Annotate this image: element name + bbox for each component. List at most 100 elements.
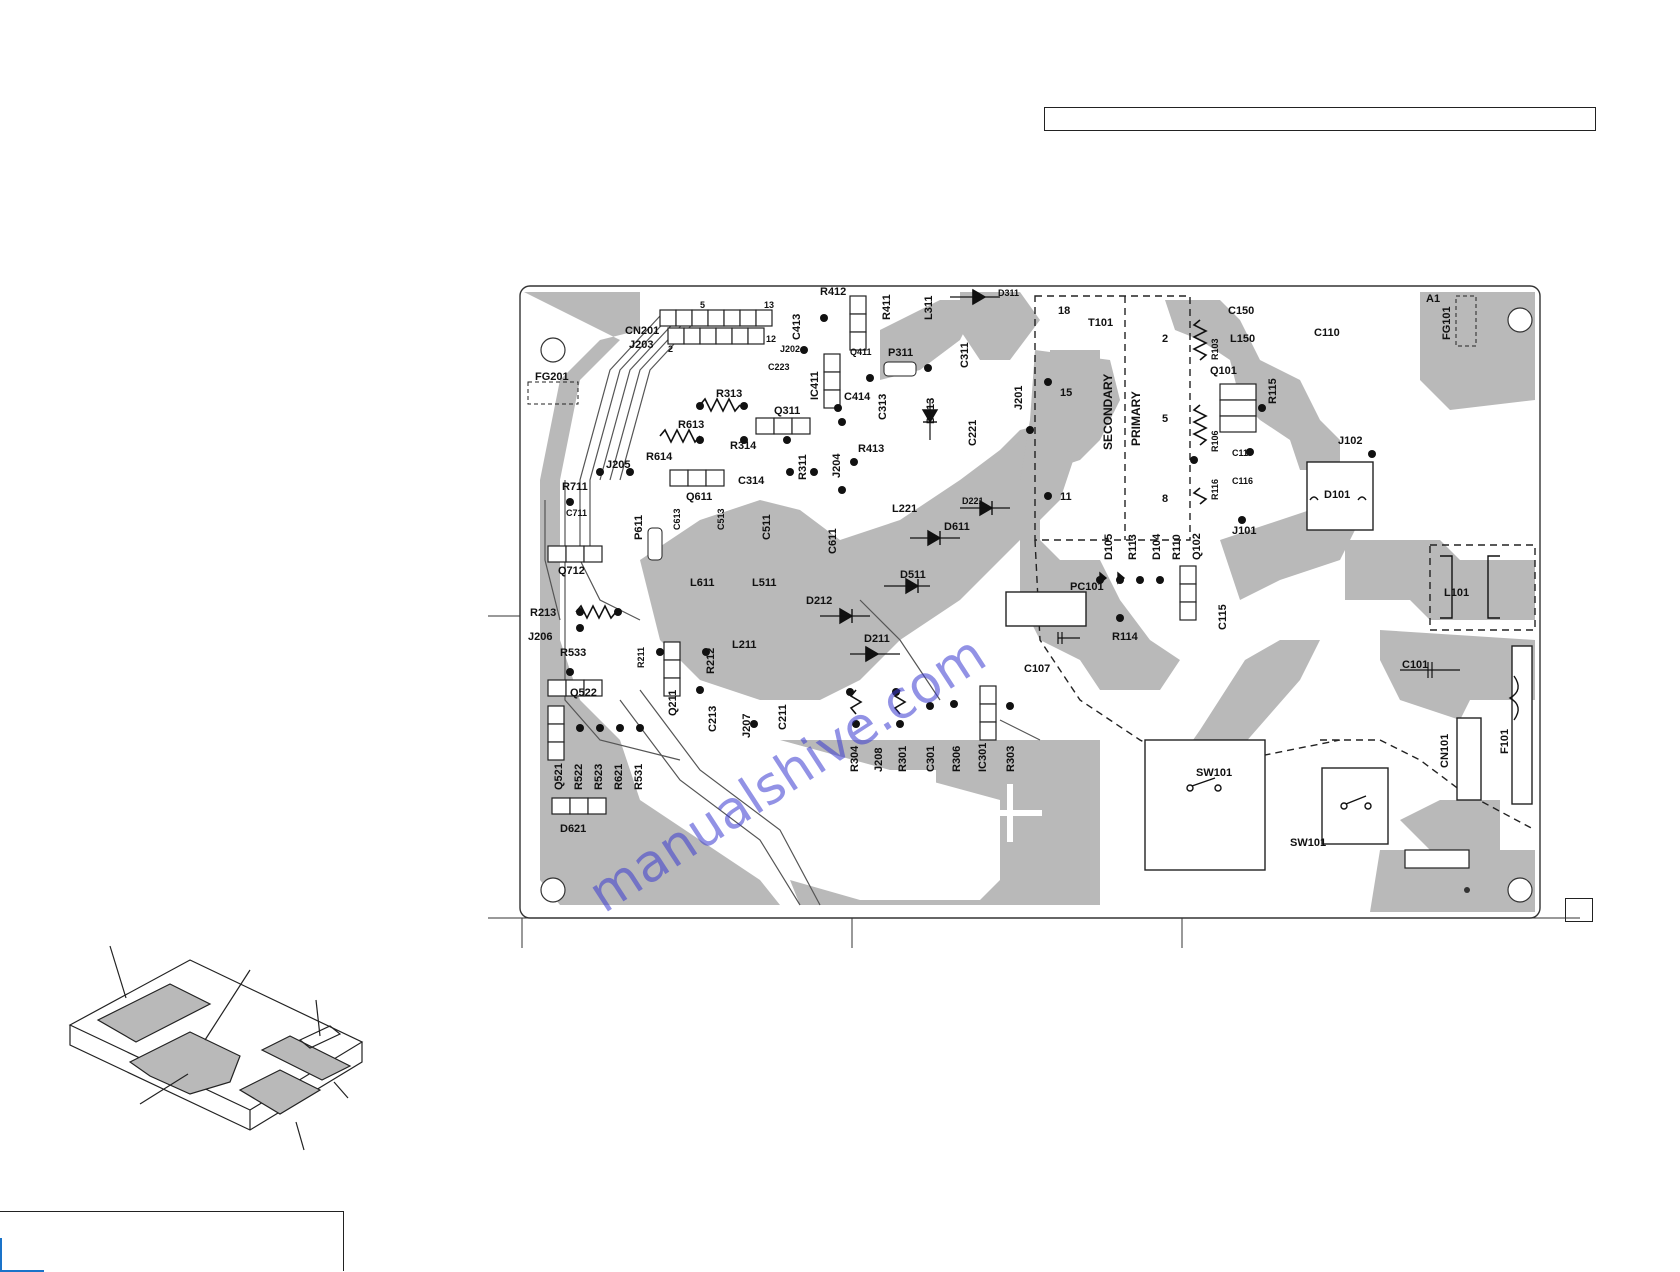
label-cn101: CN101 xyxy=(1439,734,1451,768)
label-t101: T101 xyxy=(1088,317,1113,329)
p311-body xyxy=(883,361,917,377)
label-d105: D105 xyxy=(1103,534,1115,560)
label-r115: R115 xyxy=(1267,378,1279,404)
label-c414: C414 xyxy=(844,391,871,403)
label-l611: L611 xyxy=(690,577,714,589)
pad-square xyxy=(860,770,936,846)
label-q521: Q521 xyxy=(553,763,565,790)
label-sw101b: SW101 xyxy=(1290,837,1326,849)
pin-5t: 5 xyxy=(1162,413,1168,425)
pin-15: 15 xyxy=(1060,387,1072,399)
label-pc101: PC101 xyxy=(1070,581,1104,593)
label-r621: R621 xyxy=(613,764,625,790)
label-a1: A1 xyxy=(1426,293,1440,305)
label-r311: R311 xyxy=(797,454,809,480)
label-d621: D621 xyxy=(560,823,586,835)
d101-body xyxy=(1306,461,1374,531)
label-r711: R711 xyxy=(562,481,588,493)
sw101-box xyxy=(1144,739,1266,871)
mount-dot xyxy=(1464,887,1470,893)
label-l211: L211 xyxy=(732,639,756,651)
label-r304: R304 xyxy=(849,745,861,772)
label-fg201: FG201 xyxy=(535,371,569,383)
pin-8t: 8 xyxy=(1162,493,1168,505)
cn201-pins xyxy=(659,309,773,345)
label-c115: C115 xyxy=(1217,604,1229,630)
label-r613: R613 xyxy=(678,419,704,431)
label-q311: Q311 xyxy=(774,405,800,417)
label-j207: J207 xyxy=(741,714,753,738)
label-l150: L150 xyxy=(1230,333,1255,345)
label-l311: L311 xyxy=(923,296,935,320)
sw101b-box xyxy=(1321,767,1389,845)
label-c611: C611 xyxy=(827,528,839,554)
label-fg101: FG101 xyxy=(1441,306,1453,340)
label-c116: C116 xyxy=(1232,476,1253,486)
pin-5: 5 xyxy=(700,300,705,310)
pin-11: 11 xyxy=(1060,491,1072,503)
label-p311: P311 xyxy=(888,347,913,359)
label-d611: D611 xyxy=(944,521,970,533)
label-r411: R411 xyxy=(881,294,893,320)
f101-body xyxy=(1511,645,1533,805)
component-labels: CN201 J203 5 13 2 12 FG201 R412 R411 C41… xyxy=(528,286,1511,849)
label-j208: J208 xyxy=(873,748,885,772)
label-r113: R113 xyxy=(1127,534,1139,560)
label-ic411: IC411 xyxy=(809,371,821,400)
label-c107: C107 xyxy=(1024,663,1050,675)
transistor-pads xyxy=(547,295,1257,815)
label-q712: Q712 xyxy=(558,565,585,577)
label-r412: R412 xyxy=(820,286,846,298)
corner-marker xyxy=(1565,898,1593,922)
label-d212: D212 xyxy=(806,595,832,607)
label-c150: C150 xyxy=(1228,305,1254,317)
label-r413: R413 xyxy=(858,443,884,455)
label-j201: J201 xyxy=(1013,386,1025,410)
title-box xyxy=(1044,107,1596,131)
label-r212: R212 xyxy=(705,648,717,674)
label-c511: C511 xyxy=(761,514,773,540)
mounting-holes xyxy=(540,307,1533,903)
label-r213: R213 xyxy=(530,607,556,619)
label-d511: D511 xyxy=(900,569,926,581)
label-r110: R110 xyxy=(1171,534,1183,560)
label-r313: R313 xyxy=(716,388,742,400)
label-l511: L511 xyxy=(752,577,776,589)
label-p611: P611 xyxy=(633,515,645,540)
label-d104: D104 xyxy=(1151,533,1163,560)
label-c311: C311 xyxy=(959,342,971,368)
label-j102: J102 xyxy=(1338,435,1362,447)
label-d221: D221 xyxy=(962,496,984,506)
label-c223: C223 xyxy=(768,362,790,372)
label-r533: R533 xyxy=(560,647,586,659)
label-secondary: SECONDARY xyxy=(1101,374,1115,450)
cn101-body xyxy=(1456,717,1482,801)
label-c314: C314 xyxy=(738,475,765,487)
label-j206: J206 xyxy=(528,631,552,643)
label-q211: Q211 xyxy=(667,690,679,716)
label-j205: J205 xyxy=(606,459,630,471)
label-r523: R523 xyxy=(593,764,605,790)
p611-body xyxy=(647,527,663,561)
label-c213: C213 xyxy=(707,706,719,732)
label-r116: R116 xyxy=(1210,479,1220,500)
fg101-footprint xyxy=(1455,295,1477,347)
label-r103: R103 xyxy=(1210,338,1220,360)
switch-symbols xyxy=(1186,496,1519,810)
label-r211: R211 xyxy=(636,647,646,668)
label-ic301: IC301 xyxy=(977,743,989,772)
label-d101: D101 xyxy=(1324,489,1350,501)
pin-2t: 2 xyxy=(1162,333,1168,345)
label-f101: F101 xyxy=(1499,729,1511,754)
label-q101: Q101 xyxy=(1210,365,1237,377)
label-j204: J204 xyxy=(831,453,843,478)
label-r314: R314 xyxy=(730,440,757,452)
label-j203: J203 xyxy=(629,339,653,351)
label-sw101: SW101 xyxy=(1196,767,1232,779)
label-r106: R106 xyxy=(1210,430,1220,452)
label-r114: R114 xyxy=(1112,631,1139,643)
label-c301: C301 xyxy=(925,746,937,772)
label-c613: C613 xyxy=(672,508,682,530)
l101-coil xyxy=(1440,555,1500,619)
